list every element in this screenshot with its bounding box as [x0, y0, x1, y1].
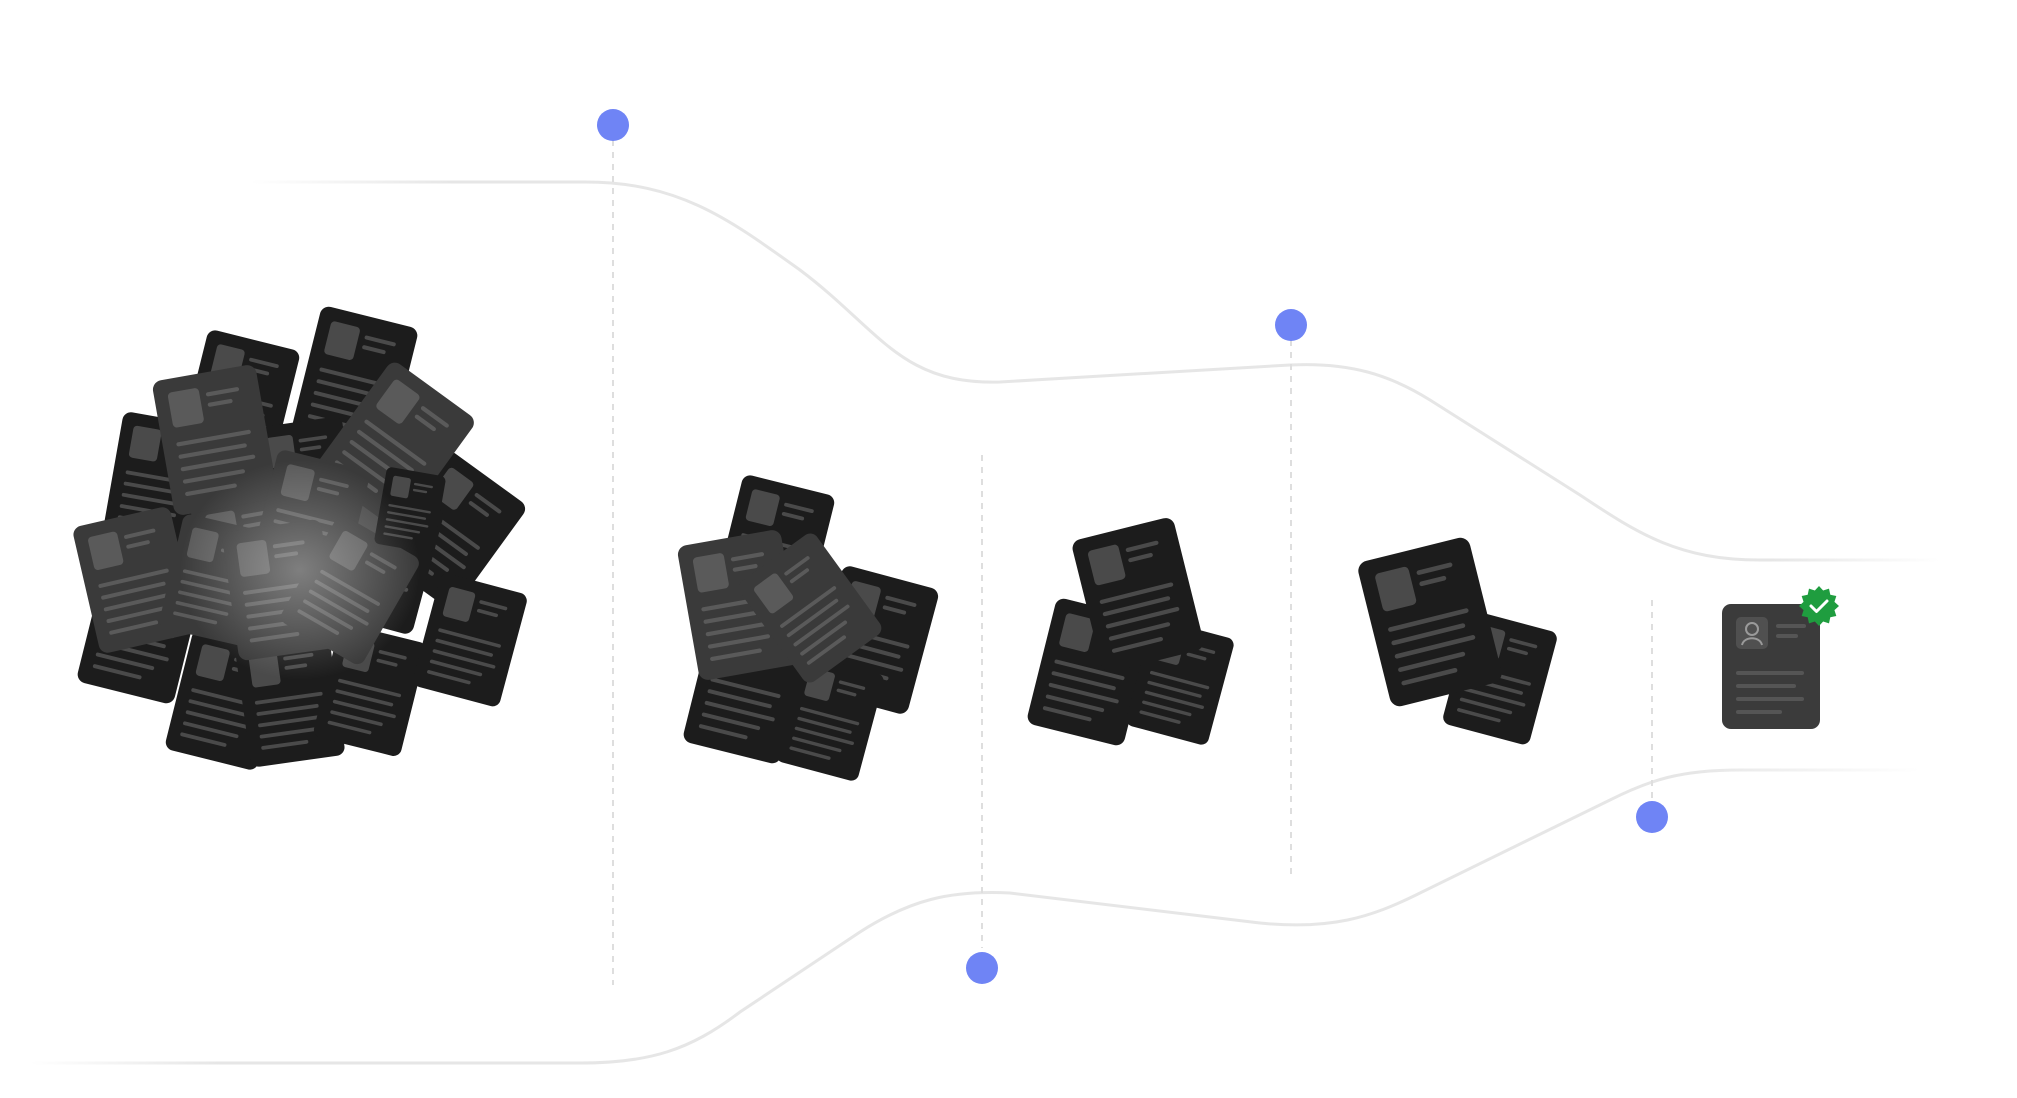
document-icon — [1358, 537, 1502, 707]
result-document-card — [1722, 604, 1820, 729]
checkpoint-markers — [597, 109, 1668, 984]
document-icon — [413, 573, 527, 707]
document-icon — [738, 533, 882, 683]
checkpoint-marker-2 — [966, 952, 998, 984]
checkpoint-guides — [612, 140, 1653, 985]
user-avatar-icon — [1736, 617, 1768, 649]
document-icon — [776, 655, 884, 781]
document-pile-stage — [73, 306, 527, 770]
checkpoint-marker-3 — [1275, 309, 1307, 341]
pile-highlight-glow — [180, 460, 420, 680]
checkpoint-marker-1 — [597, 109, 629, 141]
funnel-bottom-line — [30, 768, 1920, 1065]
funnel-top-line — [250, 180, 1940, 562]
checkpoint-marker-4 — [1636, 801, 1668, 833]
filter-stage-1 — [677, 475, 939, 781]
filter-stage-2 — [1027, 518, 1234, 746]
filter-stage-3 — [1358, 537, 1557, 745]
check-badge-icon — [1799, 586, 1839, 626]
document-icon — [1072, 518, 1204, 672]
